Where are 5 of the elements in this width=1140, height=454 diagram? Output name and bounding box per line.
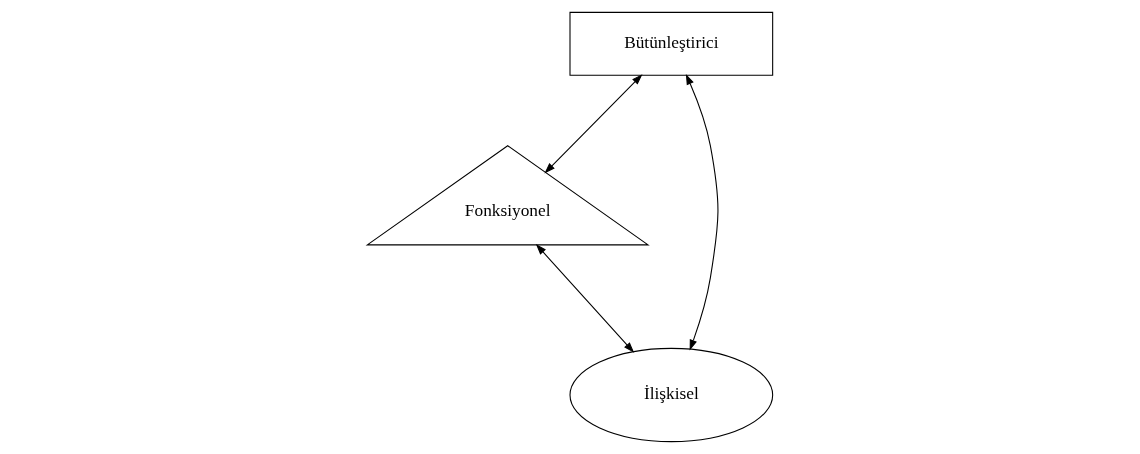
arrow	[535, 244, 635, 353]
arrow	[544, 74, 643, 174]
node-ellipse: İlişkisel	[569, 347, 774, 443]
arrow	[685, 73, 719, 351]
node-box: Bütünleştirici	[569, 11, 774, 76]
